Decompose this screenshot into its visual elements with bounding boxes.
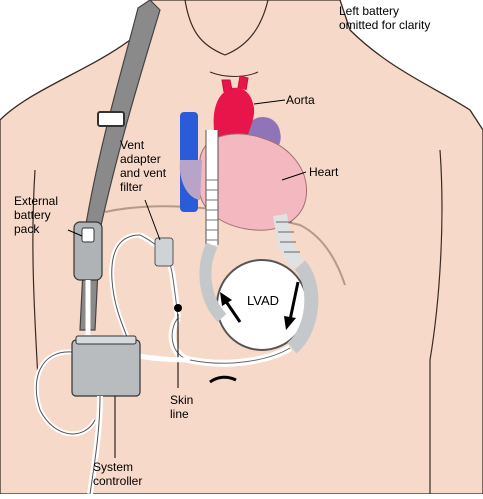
driveline-outline bbox=[171, 317, 291, 364]
flow-arrow-left bbox=[223, 299, 242, 323]
inflow-cannula-ribs bbox=[276, 221, 300, 253]
aorta-leader bbox=[253, 99, 286, 105]
heart-shadow bbox=[179, 160, 202, 200]
flow-arrow-right-head bbox=[284, 316, 296, 330]
driveline-to-controller bbox=[137, 353, 191, 363]
strap-buckle bbox=[97, 111, 125, 127]
skin-exit-site bbox=[174, 304, 182, 312]
controller-cable-loop-outline bbox=[111, 234, 141, 351]
controller-top bbox=[75, 335, 137, 345]
lvad-label: LVAD bbox=[247, 293, 280, 308]
collarbone-line bbox=[209, 71, 259, 77]
outflow-graft-ribs bbox=[206, 179, 218, 241]
aorta-label: Aorta bbox=[286, 93, 315, 107]
flow-arrow-left-head bbox=[220, 292, 232, 306]
inflow-cannula bbox=[273, 213, 304, 269]
vent-adapter bbox=[154, 237, 174, 267]
left-arm-line bbox=[32, 169, 39, 381]
heart-leader bbox=[281, 171, 307, 181]
lower-cable-outline bbox=[89, 395, 101, 495]
controller-label: System controller bbox=[93, 460, 143, 488]
battery-label: External battery pack bbox=[14, 194, 59, 236]
system-controller bbox=[71, 339, 141, 397]
vent-leader bbox=[144, 199, 161, 241]
aorta-branch bbox=[221, 75, 249, 93]
heart-organ bbox=[199, 133, 307, 231]
left-cable-outline bbox=[35, 351, 96, 435]
left-battery-note: Left battery omitted for clarity bbox=[339, 4, 431, 32]
right-arm-line bbox=[429, 149, 443, 494]
outflow-graft-outline bbox=[205, 130, 219, 245]
vent-label: Vent adapter and vent filter bbox=[120, 138, 167, 194]
heart-label: Heart bbox=[309, 165, 339, 179]
lvad-inflow-tube bbox=[287, 260, 319, 354]
lvad-outflow-tube bbox=[199, 242, 227, 323]
skin-exit-outline bbox=[139, 234, 179, 319]
battery-leader bbox=[67, 229, 83, 237]
skin-line-label: Skin line bbox=[170, 393, 194, 421]
navel-mark bbox=[209, 375, 237, 384]
neck-line bbox=[184, 0, 269, 56]
flow-arrow-right bbox=[288, 281, 300, 321]
battery-window bbox=[81, 227, 95, 243]
